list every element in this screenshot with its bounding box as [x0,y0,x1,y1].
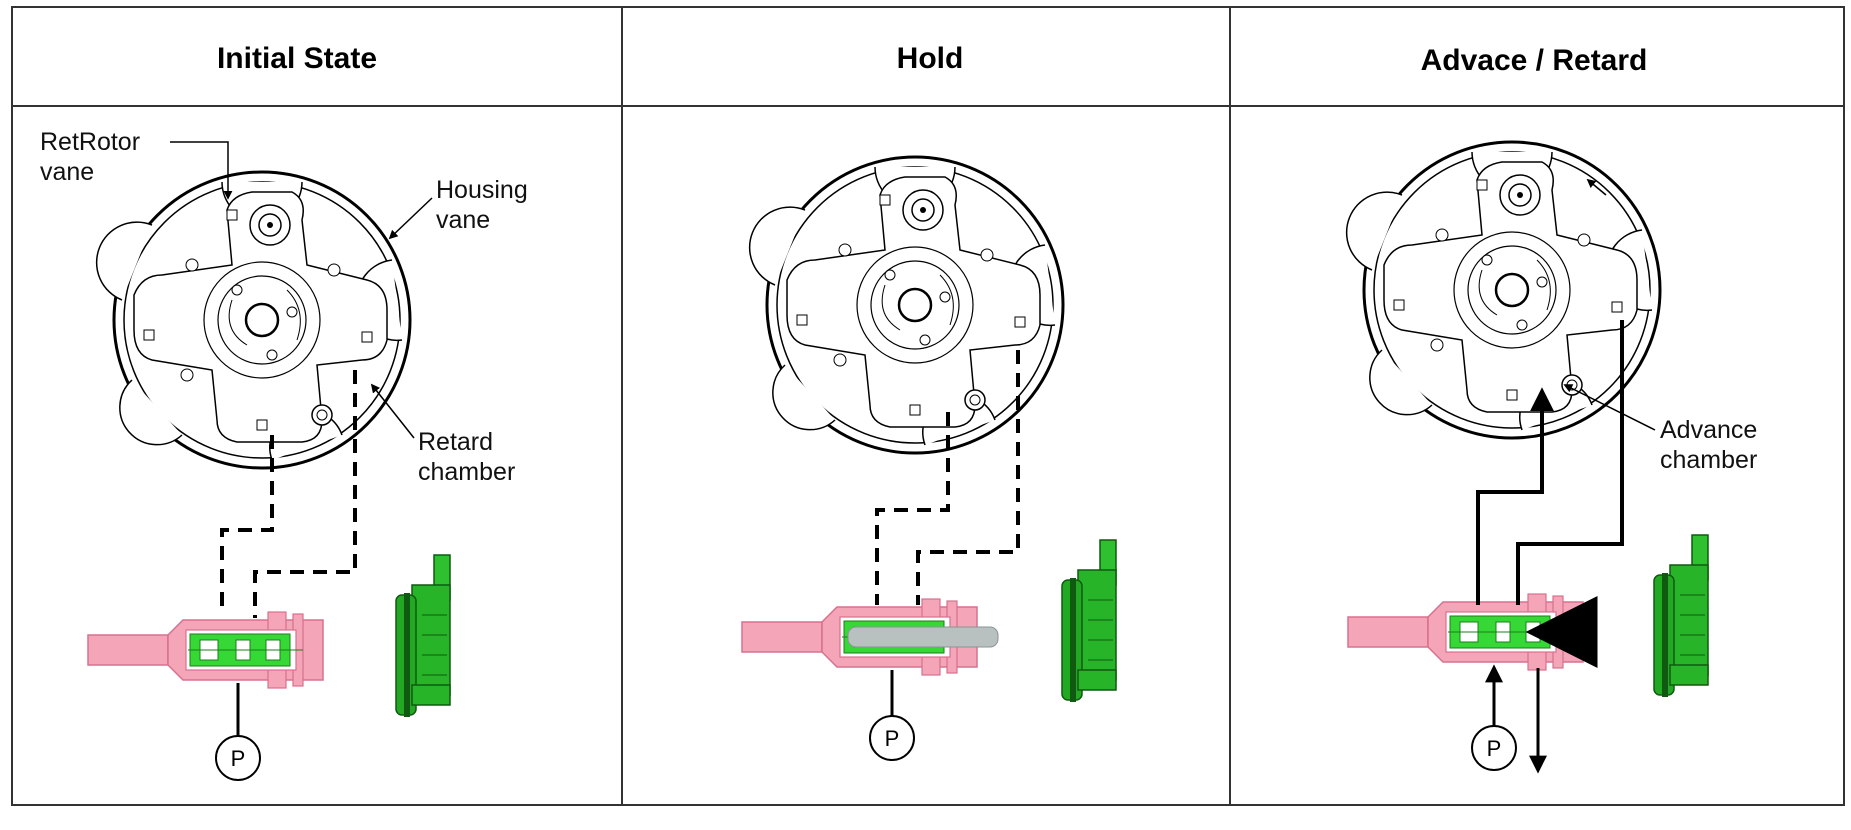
passage-advance [1476,387,1554,605]
panel-title-advance-retard: Advace / Retard [1421,44,1648,77]
pressure-port-2 [869,715,915,761]
passage-dashed-2a [875,412,950,605]
label-retrotor: RetRotor [40,128,140,156]
pressure-port-3 [1471,725,1517,771]
label-retrotor-vane: vane [40,158,94,186]
label-advance-chamber: chamber [1660,446,1757,474]
phaser-rotor-1 [95,170,412,470]
passage-retard [1516,320,1624,605]
phaser-rotor-2 [748,155,1065,455]
pressure-port-1 [215,735,261,781]
label-housing: Housing [436,176,528,204]
passage-dashed-1a [220,435,274,615]
panel-title-initial-state: Initial State [217,42,377,75]
leader-retard [370,383,415,439]
pressure-label-3: P [1487,736,1502,761]
phaser-rotor-3 [1345,140,1662,440]
pressure-label-1: P [231,746,246,771]
leader-housing [388,197,433,240]
label-retard-chamber: chamber [418,458,515,486]
solenoid-coil-3 [1653,534,1709,698]
leader-advance [1563,384,1656,431]
label-housing-vane: vane [436,206,490,234]
panel-title-hold: Hold [897,42,964,75]
panel-advance-retard: P Advance chamber [1345,140,1757,774]
leader-retrotor [170,141,233,200]
rotation-arrow [1586,178,1607,196]
table-frame [11,6,1845,806]
panel-initial-state: P RetRotor vane Housing vane Retard cham… [40,128,528,781]
panel-hold: P [741,155,1117,761]
solenoid-coil-1 [395,554,451,718]
label-retard: Retard [418,428,493,456]
passage-dashed-2b [916,350,1020,605]
label-advance: Advance [1660,416,1757,444]
hold-spool-overlay [847,626,999,648]
solenoid-coil-2 [1061,539,1117,703]
oil-control-valve-1 [87,611,324,689]
pressure-label-2: P [885,726,900,751]
passage-dashed-1b [253,370,357,618]
